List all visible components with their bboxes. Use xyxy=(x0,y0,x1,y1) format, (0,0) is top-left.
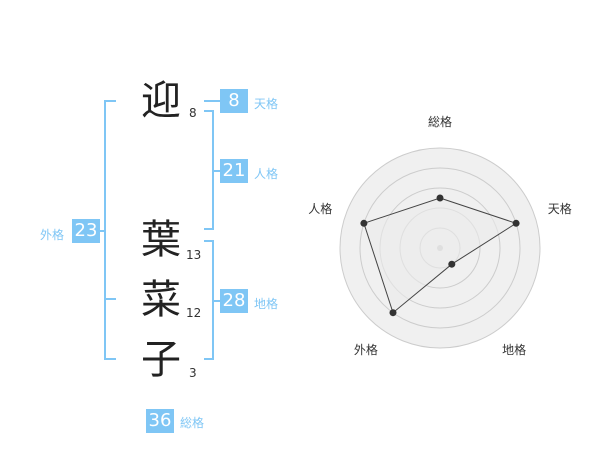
jinkaku-connector xyxy=(212,170,220,172)
radar-axis-label: 地格 xyxy=(502,342,526,357)
radar-point-3 xyxy=(448,260,456,268)
radar-axis-label: 天格 xyxy=(548,201,572,216)
gaikaku-label: 外格 xyxy=(40,228,65,242)
gaikaku-bracket-bottom xyxy=(104,358,116,360)
chikaku-bracket-top xyxy=(204,240,214,242)
gaikaku-connector xyxy=(100,230,105,232)
chikaku-bracket-bottom xyxy=(204,358,214,360)
gaikaku-bracket-vertical xyxy=(104,100,106,360)
radar-grid-ring xyxy=(339,147,541,349)
radar-point-2 xyxy=(512,219,520,227)
chikaku-value: 28 xyxy=(220,289,248,313)
jinkaku-bracket-top xyxy=(204,110,214,112)
name-char-3: 菜 xyxy=(141,277,181,323)
jinkaku-label: 人格 xyxy=(254,167,279,181)
stroke-count-4: 3 xyxy=(189,366,197,380)
tenkaku-label: 天格 xyxy=(254,97,279,111)
name-char-4: 子 xyxy=(141,337,181,383)
radar-point-1 xyxy=(436,194,444,202)
tenkaku-connector xyxy=(204,100,220,102)
tenkaku-value: 8 xyxy=(220,89,248,113)
jinkaku-value: 21 xyxy=(220,159,248,183)
jinkaku-bracket-bottom xyxy=(204,228,214,230)
gaikaku-value: 23 xyxy=(72,219,100,243)
soukaku-value: 36 xyxy=(146,409,174,433)
gaikaku-bracket-mid xyxy=(104,298,116,300)
radar-point-5 xyxy=(360,219,368,227)
chikaku-connector xyxy=(212,300,220,302)
radar-point-4 xyxy=(389,309,397,317)
gaikaku-bracket-top xyxy=(104,100,116,102)
radar-axis-label: 人格 xyxy=(308,201,332,216)
stroke-count-2: 13 xyxy=(186,248,202,262)
radar-axis-label: 総格 xyxy=(428,114,452,129)
chikaku-label: 地格 xyxy=(254,297,279,311)
stroke-count-1: 8 xyxy=(189,106,197,120)
name-char-1: 迎 xyxy=(141,78,181,124)
radar-series-polygon xyxy=(363,197,518,314)
stroke-count-3: 12 xyxy=(186,306,202,320)
radar-axis-label: 外格 xyxy=(354,342,378,357)
radar-grid-ring xyxy=(359,167,521,329)
name-char-2: 葉 xyxy=(141,217,181,263)
soukaku-label: 総格 xyxy=(180,416,205,430)
